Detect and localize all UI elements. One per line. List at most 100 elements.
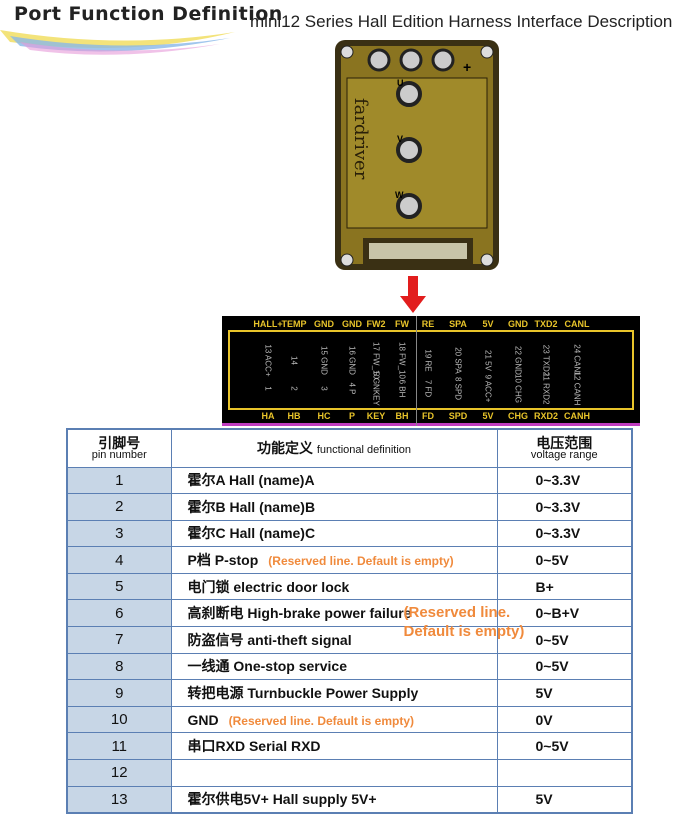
voltage-range: 0~5V xyxy=(496,732,633,761)
table-row: 13 霍尔供电5V+ Hall supply 5V+ 5V xyxy=(66,785,633,814)
connector-pin: 16 GND xyxy=(347,346,357,375)
connector-bottom-label: 5V xyxy=(482,411,494,421)
connector-pin: 23 TXD2 xyxy=(541,344,551,377)
connector-bottom-label: KEY xyxy=(366,411,386,421)
connector-pin: 6 BH xyxy=(397,379,407,398)
pin-number: 11 xyxy=(66,732,172,761)
table-row: 9 转把电源 Turnbuckle Power Supply 5V xyxy=(66,679,633,707)
connector-pin: 20 SPA xyxy=(453,347,463,374)
reserved-note: (Reserved line. Default is empty) xyxy=(228,713,415,728)
connector-top-label: RE xyxy=(421,319,435,329)
table-row: 11 串口RXD Serial RXD 0~5V xyxy=(66,732,633,761)
function-text: 霍尔供电5V+ Hall supply 5V+ xyxy=(187,791,377,808)
voltage-range: 0~3.3V xyxy=(496,466,633,495)
connector-top-label: GND xyxy=(342,319,362,329)
connector-bottom-label: P xyxy=(348,411,356,421)
connector-pin: 10 CHG xyxy=(513,374,523,403)
pin-number: 10 xyxy=(66,705,172,734)
function-text: 一线通 One-stop service xyxy=(187,658,348,675)
voltage-range: B+ xyxy=(496,572,633,601)
connector-top-label: HALL+ xyxy=(253,319,283,329)
page-subtitle: mini12 Series Hall Edition Harness Inter… xyxy=(250,12,673,31)
table-row: 12 xyxy=(66,759,633,787)
function-cell: 转把电源 Turnbuckle Power Supply xyxy=(170,679,498,707)
function-cell: 霍尔A Hall (name)A xyxy=(170,466,498,495)
function-cell: 高刹断电 High-brake power failure(Reserved l… xyxy=(170,599,524,640)
svg-text:fardriver: fardriver xyxy=(350,98,371,180)
pin-number: 2 xyxy=(66,493,172,521)
page-title: Port Function Definition xyxy=(14,3,283,25)
pin-number: 8 xyxy=(66,652,172,681)
connector-bottom-label: CHG xyxy=(508,411,528,421)
voltage-range: 0~3.3V xyxy=(496,493,633,521)
connector-pin: 3 xyxy=(319,386,329,391)
voltage-range: 5V xyxy=(496,785,633,814)
connector-top-label: TXD2 xyxy=(534,319,558,329)
function-text: 霍尔A Hall (name)A xyxy=(187,472,315,489)
svg-text:U: U xyxy=(397,78,404,88)
connector-pin: 7 FD xyxy=(423,379,433,398)
table-row: 2 霍尔B Hall (name)B 0~3.3V xyxy=(66,493,633,521)
connector-bottom-label: BH xyxy=(395,411,409,421)
function-text: P档 P-stop xyxy=(187,552,259,569)
connector-pin: 12 CANH xyxy=(572,371,582,406)
connector-top-label: FW2 xyxy=(366,319,386,329)
voltage-range: 5V xyxy=(496,679,633,707)
connector-bottom-label: HC xyxy=(317,411,331,421)
connector-pin: 15 GND xyxy=(319,346,329,375)
function-text: 电门锁 electric door lock xyxy=(187,578,350,595)
voltage-range: 0~5V xyxy=(496,546,633,574)
controller-image: UVW+ fardriver xyxy=(335,40,499,270)
pin-number: 1 xyxy=(66,466,172,495)
voltage-range: 0~5V xyxy=(496,626,633,654)
reserved-note: (Reserved line. Default is empty) xyxy=(403,604,525,641)
function-header: 功能定义 functional definition xyxy=(170,428,498,468)
function-cell: GND(Reserved line. Default is empty) xyxy=(170,705,498,734)
connector-bottom-label: RXD2 xyxy=(533,411,559,421)
function-cell: 霍尔B Hall (name)B xyxy=(170,493,498,521)
connector-pin: 22 GND xyxy=(513,346,523,375)
pin-number: 6 xyxy=(66,599,172,628)
table-row: 1 霍尔A Hall (name)A 0~3.3V xyxy=(66,466,633,495)
connector-bottom-label: CANH xyxy=(564,411,590,421)
function-cell: 串口RXD Serial RXD xyxy=(170,732,498,761)
svg-text:W: W xyxy=(395,190,404,200)
function-cell: 防盗信号 anti-theft signal xyxy=(170,626,498,654)
function-text: 霍尔B Hall (name)B xyxy=(187,498,316,515)
function-cell: 一线通 One-stop service xyxy=(170,652,498,681)
down-arrow-icon xyxy=(400,276,426,313)
function-text: 转把电源 Turnbuckle Power Supply xyxy=(187,685,419,702)
function-cell: 霍尔供电5V+ Hall supply 5V+ xyxy=(170,785,498,814)
connector-pin: 1 xyxy=(263,386,273,391)
connector-bottom-label: HB xyxy=(287,411,301,421)
connector-pin: 11 RXD2 xyxy=(541,372,551,405)
connector-top-label: GND xyxy=(314,319,334,329)
function-cell: 霍尔C Hall (name)C xyxy=(170,519,498,548)
connector-top-label: TEMP xyxy=(281,319,307,329)
table-row: 5 电门锁 electric door lock B+ xyxy=(66,572,633,601)
pin-number: 4 xyxy=(66,546,172,574)
pin-number: 3 xyxy=(66,519,172,548)
pin-number: 13 xyxy=(66,785,172,814)
pin-number: 5 xyxy=(66,572,172,601)
connector-top-label: SPA xyxy=(449,319,467,329)
voltage-range xyxy=(496,759,633,787)
connector-top-label: FW xyxy=(395,319,409,329)
function-text: 串口RXD Serial RXD xyxy=(187,738,321,755)
function-text: 防盗信号 anti-theft signal xyxy=(187,631,352,648)
connector-pin: 18 FW_10 xyxy=(397,342,407,379)
pin-number: 9 xyxy=(66,679,172,707)
pin-number: 12 xyxy=(66,759,172,787)
connector-top-label: 5V xyxy=(482,319,494,329)
connector-pin: 5 GNKEY xyxy=(371,371,381,406)
connector-bottom-label: FD xyxy=(422,411,434,421)
connector-pin: 9 ACC+ xyxy=(483,374,493,403)
